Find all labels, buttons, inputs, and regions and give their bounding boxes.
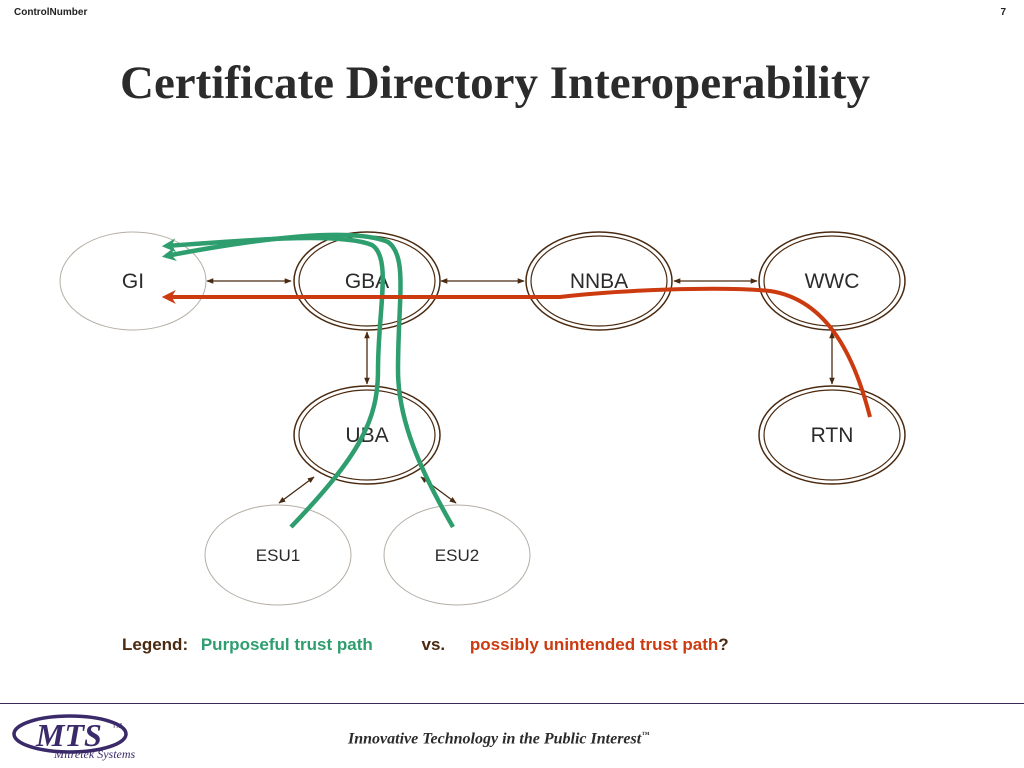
node-gba-label: GBA: [345, 270, 389, 293]
node-nnba-label: NNBA: [570, 270, 628, 293]
legend-label: Legend:: [122, 635, 189, 654]
purposeful-path-esu2: [161, 232, 455, 529]
control-number: ControlNumber: [14, 7, 88, 18]
logo-swoosh: [12, 714, 128, 754]
node-esu1-label: ESU1: [256, 546, 300, 565]
tagline-text: Innovative Technology in the Public Inte…: [348, 730, 642, 748]
node-uba: UBA: [293, 385, 441, 485]
node-rtn-label: RTN: [811, 424, 854, 447]
page-title: Certificate Directory Interoperability: [120, 57, 870, 109]
edge-uba-esu1: [278, 476, 315, 504]
legend-unintended: possibly unintended trust path: [469, 635, 719, 654]
node-esu2-label: ESU2: [435, 546, 479, 565]
unintended-path-rtn: [161, 286, 872, 418]
node-uba-label: UBA: [345, 424, 388, 447]
node-wwc: WWC: [758, 231, 906, 331]
logo-text: MTS: [35, 717, 102, 753]
legend-purposeful: Purposeful trust path: [200, 635, 373, 654]
node-gi-label: GI: [122, 270, 144, 293]
page-number: 7: [1000, 7, 1006, 18]
mts-logo: MTS TM Mitretek Systems: [12, 714, 136, 761]
tagline-tm: ™: [641, 730, 650, 739]
node-gba: GBA: [293, 231, 441, 331]
node-wwc-label: WWC: [805, 270, 860, 293]
node-esu2: ESU2: [383, 504, 531, 606]
legend-vs: vs.: [421, 635, 446, 654]
legend-question: ?: [718, 635, 729, 654]
footer-tagline: Innovative Technology in the Public Inte…: [348, 730, 649, 748]
legend: Legend: Purposeful trust path vs. possib…: [122, 635, 729, 655]
logo-subtitle: Mitretek Systems: [53, 747, 136, 761]
node-esu1: ESU1: [204, 504, 352, 606]
footer-divider: [0, 703, 1024, 704]
node-rtn: RTN: [758, 385, 906, 485]
logo-tm: TM: [112, 723, 122, 730]
node-nnba: NNBA: [525, 231, 673, 331]
